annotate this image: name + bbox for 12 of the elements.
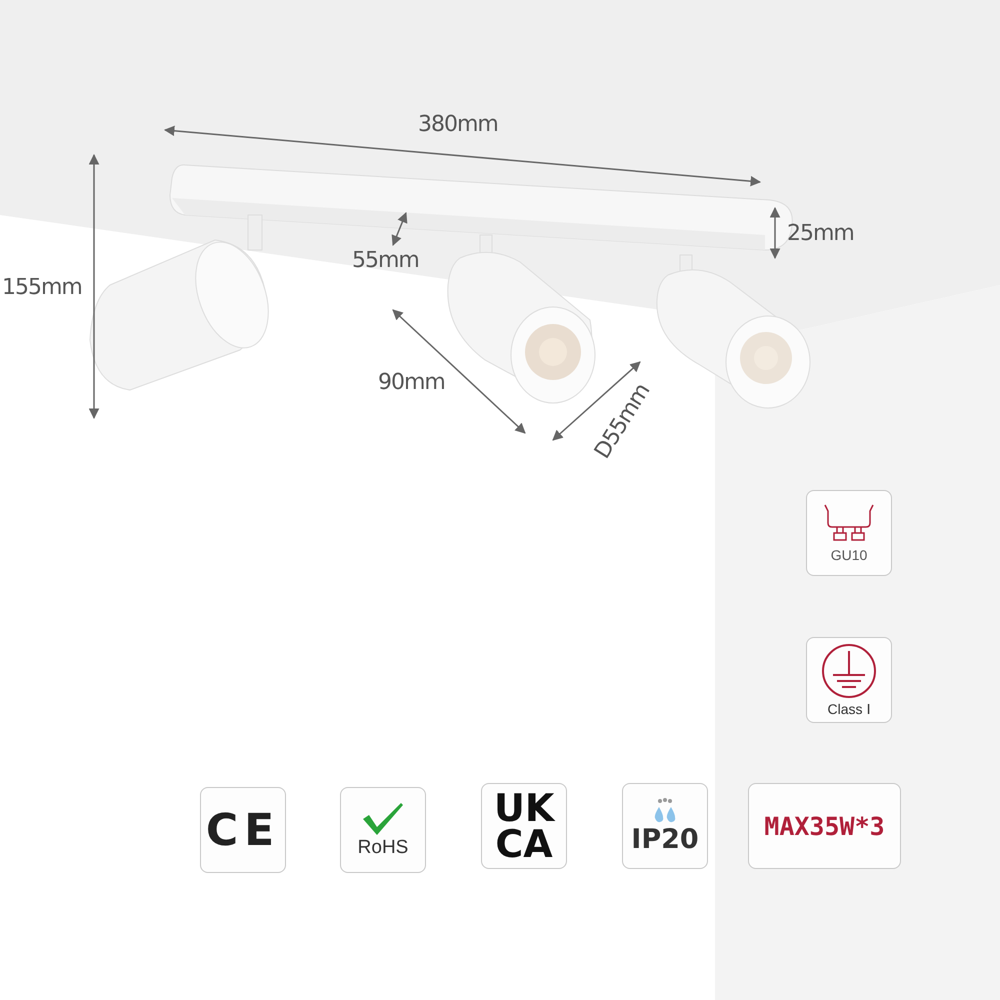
- badge-label: IP20: [631, 824, 699, 854]
- badge-label: UK CA: [494, 790, 554, 862]
- dimension-label: 25mm: [787, 221, 854, 246]
- badge-label: CE: [206, 804, 280, 856]
- badge-label: GU10: [830, 547, 868, 563]
- dimension-label: 155mm: [2, 275, 82, 300]
- badge-label: RoHS: [358, 837, 408, 859]
- dimension-label: 90mm: [378, 370, 445, 395]
- dimension-label: 380mm: [418, 112, 498, 137]
- badge-label: MAX35W*3: [764, 812, 885, 840]
- badge-label: Class Ⅰ: [828, 701, 870, 717]
- dimension-label: 55mm: [352, 248, 419, 273]
